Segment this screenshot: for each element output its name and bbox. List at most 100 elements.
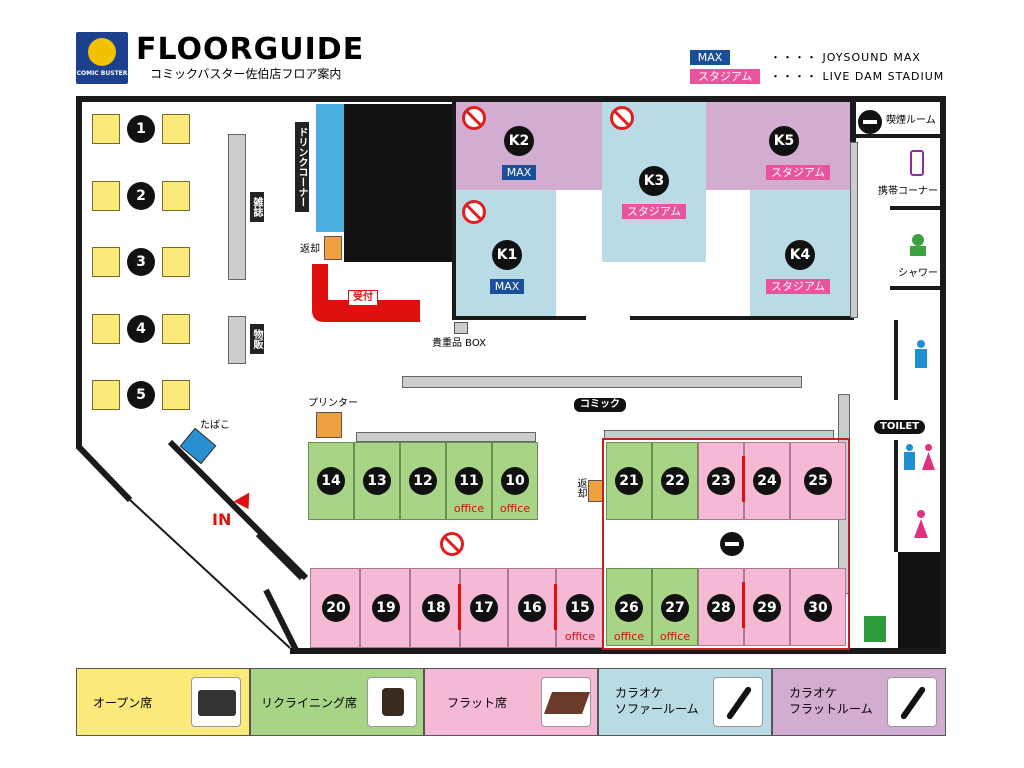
karaoke-wall xyxy=(452,102,456,320)
room-tag: スタジアム xyxy=(766,165,830,180)
legend-label: リクライニング席 xyxy=(261,696,358,710)
open-seat[interactable] xyxy=(92,380,120,410)
logo-text: COMIC BUSTER xyxy=(76,70,128,77)
booth-number: 12 xyxy=(409,467,437,495)
printer-label: プリンター xyxy=(308,398,358,409)
valuables-box-label: 貴重品 BOX xyxy=(432,338,486,349)
seat-number: 2 xyxy=(127,182,155,210)
booth-number: 20 xyxy=(322,594,350,622)
outer-wall-right xyxy=(940,96,946,654)
open-seat[interactable] xyxy=(92,314,120,344)
open-seat[interactable] xyxy=(92,247,120,277)
booth-number: 13 xyxy=(363,467,391,495)
male-toilet-icon xyxy=(914,340,928,368)
outer-wall-bottom xyxy=(290,648,946,654)
booth-divider xyxy=(742,456,745,502)
karaoke-wall xyxy=(456,316,586,320)
seat-number: 4 xyxy=(127,315,155,343)
page-subtitle: コミックバスター佐伯店フロア案内 xyxy=(150,67,342,81)
booth-divider xyxy=(458,584,461,630)
return-label: 返却 xyxy=(300,244,320,255)
return-label-2: 返却 xyxy=(575,478,586,498)
booth-number: 25 xyxy=(804,467,832,495)
booth-number: 23 xyxy=(707,467,735,495)
booth-number: 22 xyxy=(661,467,689,495)
toilet-label: TOILET xyxy=(874,420,926,434)
tobacco-label: たばこ xyxy=(200,420,230,431)
magazine-shelf xyxy=(228,134,246,280)
open-seat[interactable] xyxy=(162,247,190,277)
comic-shelf xyxy=(850,142,858,318)
return-box xyxy=(324,236,342,260)
legend-karaoke-sofa-room: カラオケ ソファールーム xyxy=(598,668,772,736)
toilet-pair-icon xyxy=(904,444,936,470)
booth-number: 17 xyxy=(470,594,498,622)
room-id: K5 xyxy=(769,126,799,156)
flat-mat-icon xyxy=(541,677,591,727)
drink-corner xyxy=(316,104,344,232)
booth-number: 30 xyxy=(804,594,832,622)
flat-booth[interactable] xyxy=(698,442,744,520)
open-seat[interactable] xyxy=(162,181,190,211)
toilet-wall xyxy=(894,440,898,552)
reception-label: 受付 xyxy=(348,290,378,306)
booth-number: 28 xyxy=(707,594,735,622)
smoking-icon xyxy=(858,110,882,134)
legend-label: オープン席 xyxy=(93,696,153,710)
booth-divider xyxy=(554,584,557,630)
logo-mascot-icon xyxy=(88,38,116,66)
booth-number: 19 xyxy=(372,594,400,622)
printer xyxy=(316,412,342,438)
comic-shelf xyxy=(356,432,536,442)
office-label: office xyxy=(453,502,485,515)
booth-number: 11 xyxy=(455,467,483,495)
restricted-area xyxy=(898,552,940,648)
office-label: office xyxy=(613,630,645,643)
outer-wall-left xyxy=(76,96,82,448)
legend-flat-seat: フラット席 xyxy=(424,668,598,736)
room-id: K1 xyxy=(492,240,522,270)
room-id: K3 xyxy=(639,166,669,196)
legend-desc-stadium: ・・・・ LIVE DAM STADIUM xyxy=(770,70,945,83)
smoking-icon xyxy=(720,532,744,556)
page-title: FLOORGUIDE xyxy=(136,32,365,67)
booth-number: 18 xyxy=(422,594,450,622)
room-id: K2 xyxy=(504,126,534,156)
open-seat[interactable] xyxy=(92,181,120,211)
comic-shelf xyxy=(402,376,802,388)
reception-counter xyxy=(312,264,420,322)
facility-wall xyxy=(856,134,940,138)
phone-corner-label: 携帯コーナー xyxy=(878,186,938,197)
seat-number: 3 xyxy=(127,248,155,276)
room-tag: MAX xyxy=(502,165,536,180)
open-seat[interactable] xyxy=(162,114,190,144)
open-seat[interactable] xyxy=(162,380,190,410)
sofa-icon xyxy=(191,677,241,727)
booth-number: 15 xyxy=(566,594,594,622)
open-seat[interactable] xyxy=(92,114,120,144)
booth-number: 26 xyxy=(615,594,643,622)
no-smoking-icon xyxy=(610,106,634,130)
smoking-area xyxy=(602,438,850,650)
valuables-box xyxy=(454,322,468,334)
office-label: office xyxy=(659,630,691,643)
emergency-exit-icon xyxy=(862,614,888,644)
legend-open-seat: オープン席 xyxy=(76,668,250,736)
office-label: office xyxy=(564,630,596,643)
booth-number: 16 xyxy=(518,594,546,622)
facility-wall xyxy=(890,206,940,210)
recliner-icon xyxy=(367,677,417,727)
booth-number: 24 xyxy=(753,467,781,495)
legend-karaoke-flat-room: カラオケ フラットルーム xyxy=(772,668,946,736)
legend-label: カラオケ フラットルーム xyxy=(789,686,873,716)
booth-number: 21 xyxy=(615,467,643,495)
open-seat[interactable] xyxy=(162,314,190,344)
drink-corner-label: ドリンクコーナー xyxy=(295,122,309,212)
diagonal-wall xyxy=(75,440,309,652)
karaoke-wall xyxy=(630,316,854,320)
magazines-label: 雑誌 xyxy=(250,192,264,222)
smoking-room-label: 喫煙ルーム xyxy=(886,115,936,126)
booth-number: 10 xyxy=(501,467,529,495)
booth-number: 27 xyxy=(661,594,689,622)
female-toilet-icon xyxy=(914,510,928,538)
